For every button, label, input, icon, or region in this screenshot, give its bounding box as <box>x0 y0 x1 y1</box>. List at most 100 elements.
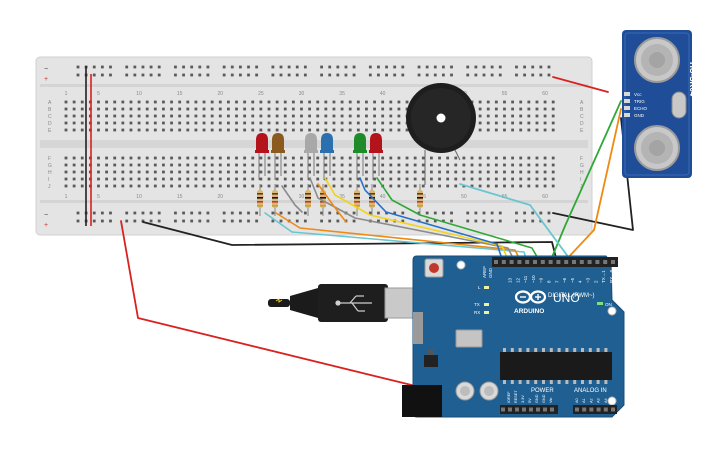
breadboard-hole[interactable] <box>227 128 230 132</box>
breadboard-hole[interactable] <box>446 163 450 167</box>
breadboard-hole[interactable] <box>365 121 368 125</box>
breadboard-hole[interactable] <box>275 163 279 167</box>
sensor-pin[interactable] <box>624 113 630 117</box>
digital-pin-hole[interactable] <box>540 260 545 264</box>
breadboard-hole[interactable] <box>243 128 247 132</box>
rail-hole[interactable] <box>149 65 153 69</box>
breadboard-hole[interactable] <box>275 107 279 111</box>
wire-green-led6[interactable] <box>376 177 541 263</box>
breadboard-hole[interactable] <box>503 177 506 181</box>
breadboard-hole[interactable] <box>218 163 222 167</box>
rail-hole[interactable] <box>425 65 429 69</box>
breadboard-hole[interactable] <box>486 121 490 125</box>
breadboard-hole[interactable] <box>129 128 133 132</box>
rail-hole[interactable] <box>157 65 161 69</box>
breadboard-hole[interactable] <box>438 170 441 174</box>
breadboard-hole[interactable] <box>430 156 433 160</box>
breadboard-hole[interactable] <box>340 107 344 111</box>
breadboard-hole[interactable] <box>389 128 393 132</box>
rail-hole[interactable] <box>125 211 129 215</box>
rail-hole[interactable] <box>125 73 129 77</box>
breadboard-hole[interactable] <box>291 177 295 181</box>
rail-hole[interactable] <box>174 211 177 215</box>
breadboard-hole[interactable] <box>105 100 108 104</box>
breadboard-hole[interactable] <box>251 114 255 118</box>
breadboard-hole[interactable] <box>105 128 108 132</box>
breadboard-hole[interactable] <box>527 156 531 160</box>
rail-hole[interactable] <box>433 73 437 77</box>
rail-hole[interactable] <box>295 211 299 215</box>
breadboard-hole[interactable] <box>405 170 409 174</box>
rail-hole[interactable] <box>320 219 323 223</box>
sensor-pin[interactable] <box>624 99 630 103</box>
breadboard-hole[interactable] <box>535 163 539 167</box>
breadboard-hole[interactable] <box>227 114 230 118</box>
breadboard-hole[interactable] <box>486 107 490 111</box>
breadboard-hole[interactable] <box>145 121 149 125</box>
breadboard-hole[interactable] <box>283 128 287 132</box>
breadboard-hole[interactable] <box>365 107 368 111</box>
breadboard-hole[interactable] <box>129 100 133 104</box>
breadboard-hole[interactable] <box>275 114 279 118</box>
breadboard-hole[interactable] <box>97 107 100 111</box>
rail-hole[interactable] <box>271 73 275 77</box>
breadboard-hole[interactable] <box>243 100 247 104</box>
breadboard-hole[interactable] <box>511 170 514 174</box>
breadboard-hole[interactable] <box>365 184 368 188</box>
breadboard-hole[interactable] <box>259 184 263 188</box>
breadboard-hole[interactable] <box>478 170 482 174</box>
breadboard-hole[interactable] <box>503 100 506 104</box>
breadboard-hole[interactable] <box>97 156 100 160</box>
rail-hole[interactable] <box>393 65 397 69</box>
wire-green-trig[interactable] <box>549 100 622 263</box>
breadboard-hole[interactable] <box>486 156 490 160</box>
breadboard-hole[interactable] <box>162 156 165 160</box>
breadboard-hole[interactable] <box>153 107 157 111</box>
breadboard-hole[interactable] <box>218 156 222 160</box>
rail-hole[interactable] <box>198 219 202 223</box>
breadboard-hole[interactable] <box>543 114 547 118</box>
breadboard-hole[interactable] <box>259 170 263 174</box>
breadboard-hole[interactable] <box>543 184 547 188</box>
breadboard-hole[interactable] <box>275 156 279 160</box>
breadboard-hole[interactable] <box>267 184 271 188</box>
breadboard-hole[interactable] <box>478 184 482 188</box>
rail-hole[interactable] <box>547 219 551 223</box>
rail-hole[interactable] <box>498 219 502 223</box>
breadboard-hole[interactable] <box>121 156 125 160</box>
rail-hole[interactable] <box>125 219 129 223</box>
breadboard-hole[interactable] <box>389 163 393 167</box>
breadboard-hole[interactable] <box>80 107 84 111</box>
breadboard-hole[interactable] <box>397 107 401 111</box>
breadboard-hole[interactable] <box>129 121 133 125</box>
breadboard-hole[interactable] <box>438 163 441 167</box>
breadboard-hole[interactable] <box>105 170 108 174</box>
breadboard-hole[interactable] <box>97 128 100 132</box>
rail-hole[interactable] <box>198 65 202 69</box>
breadboard-hole[interactable] <box>80 114 84 118</box>
rail-hole[interactable] <box>239 219 242 223</box>
rail-hole[interactable] <box>255 73 259 77</box>
rail-hole[interactable] <box>466 219 470 223</box>
breadboard-hole[interactable] <box>551 184 555 188</box>
breadboard-hole[interactable] <box>430 177 433 181</box>
breadboard-hole[interactable] <box>145 114 149 118</box>
rail-hole[interactable] <box>377 73 380 77</box>
breadboard-hole[interactable] <box>267 177 271 181</box>
rail-hole[interactable] <box>466 211 470 215</box>
breadboard-hole[interactable] <box>291 128 295 132</box>
breadboard-hole[interactable] <box>251 107 255 111</box>
rail-hole[interactable] <box>539 211 543 215</box>
rail-hole[interactable] <box>490 65 494 69</box>
breadboard-hole[interactable] <box>373 114 376 118</box>
breadboard-hole[interactable] <box>121 128 125 132</box>
breadboard-hole[interactable] <box>389 100 393 104</box>
rail-hole[interactable] <box>336 73 340 77</box>
breadboard-hole[interactable] <box>97 184 100 188</box>
breadboard-hole[interactable] <box>348 156 352 160</box>
breadboard-hole[interactable] <box>283 121 287 125</box>
wire-yellow-led4[interactable] <box>324 177 510 263</box>
breadboard-hole[interactable] <box>348 128 352 132</box>
rail-hole[interactable] <box>255 211 259 215</box>
rail-hole[interactable] <box>295 73 299 77</box>
